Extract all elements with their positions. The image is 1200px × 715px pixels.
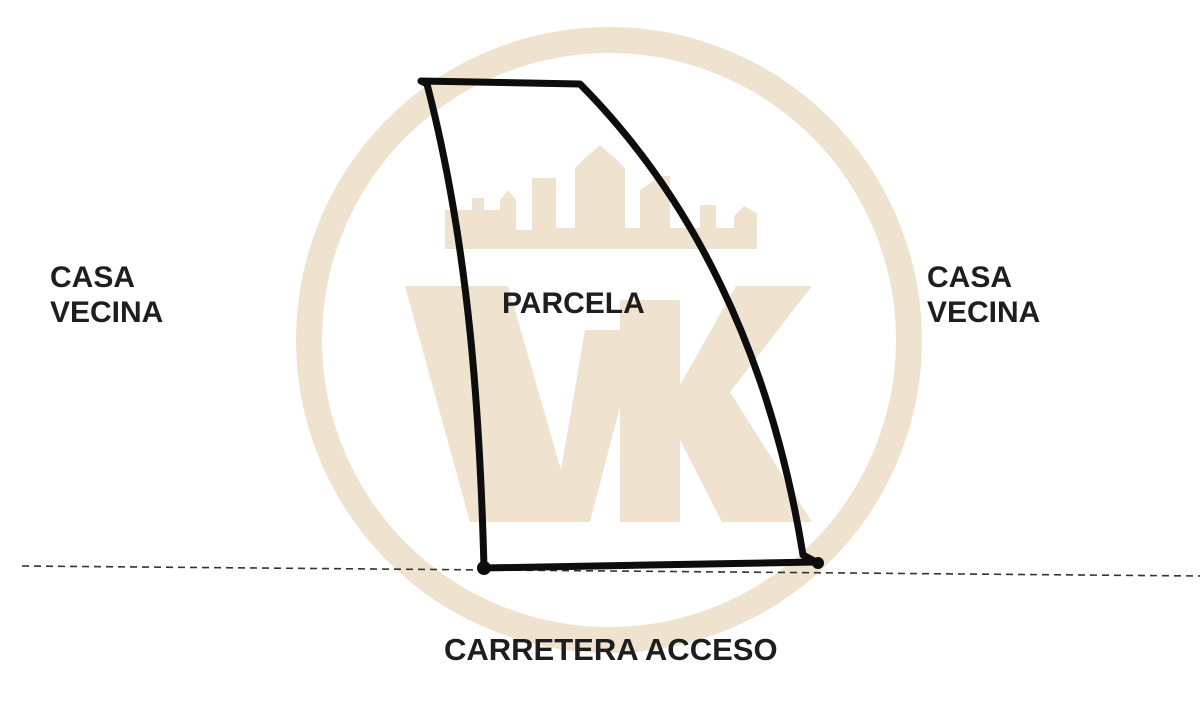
right-neighbor-label: CASA VECINA [927, 261, 1040, 330]
plot-label: PARCELA [502, 287, 645, 320]
watermark-letter-v [405, 286, 640, 522]
watermark-skyline [445, 145, 757, 249]
right-neighbor-label-line: CASA [927, 261, 1013, 294]
right-neighbor-label-line: VECINA [927, 295, 1041, 329]
road-dashed-line [21, 565, 1200, 577]
left-neighbor-label: CASA VECINA [50, 261, 163, 330]
left-neighbor-label-line: VECINA [50, 295, 164, 329]
road-label: CARRETERA ACCESO [444, 632, 778, 667]
plot-outline [417, 77, 820, 572]
left-neighbor-label-line: CASA [50, 261, 136, 294]
watermark-logo [296, 27, 922, 653]
plot-corner-dot [477, 561, 491, 575]
watermark-letter-k [620, 286, 812, 522]
watermark-ring [296, 27, 922, 653]
plot-corner-dot [812, 557, 824, 569]
